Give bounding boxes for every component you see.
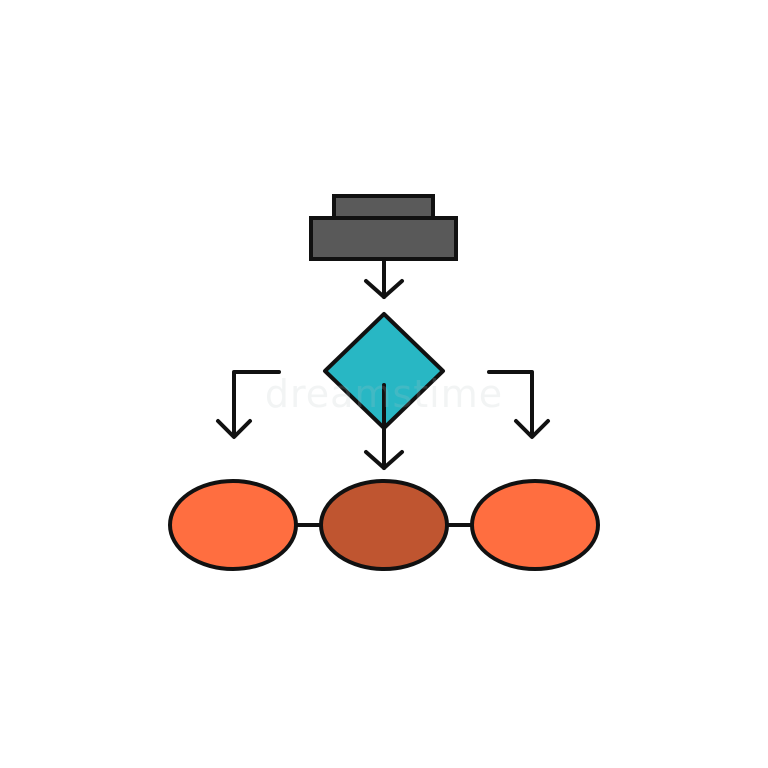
arrow-decision-to-center	[364, 383, 404, 470]
right-ellipse	[470, 479, 600, 571]
arrow-left-branch	[216, 370, 281, 439]
center-ellipse	[319, 479, 449, 571]
arrow-right-branch	[487, 370, 550, 439]
start-block	[309, 194, 458, 261]
start-block-base	[309, 216, 458, 261]
arrow-start-to-decision	[364, 259, 404, 299]
left-ellipse	[168, 479, 298, 571]
